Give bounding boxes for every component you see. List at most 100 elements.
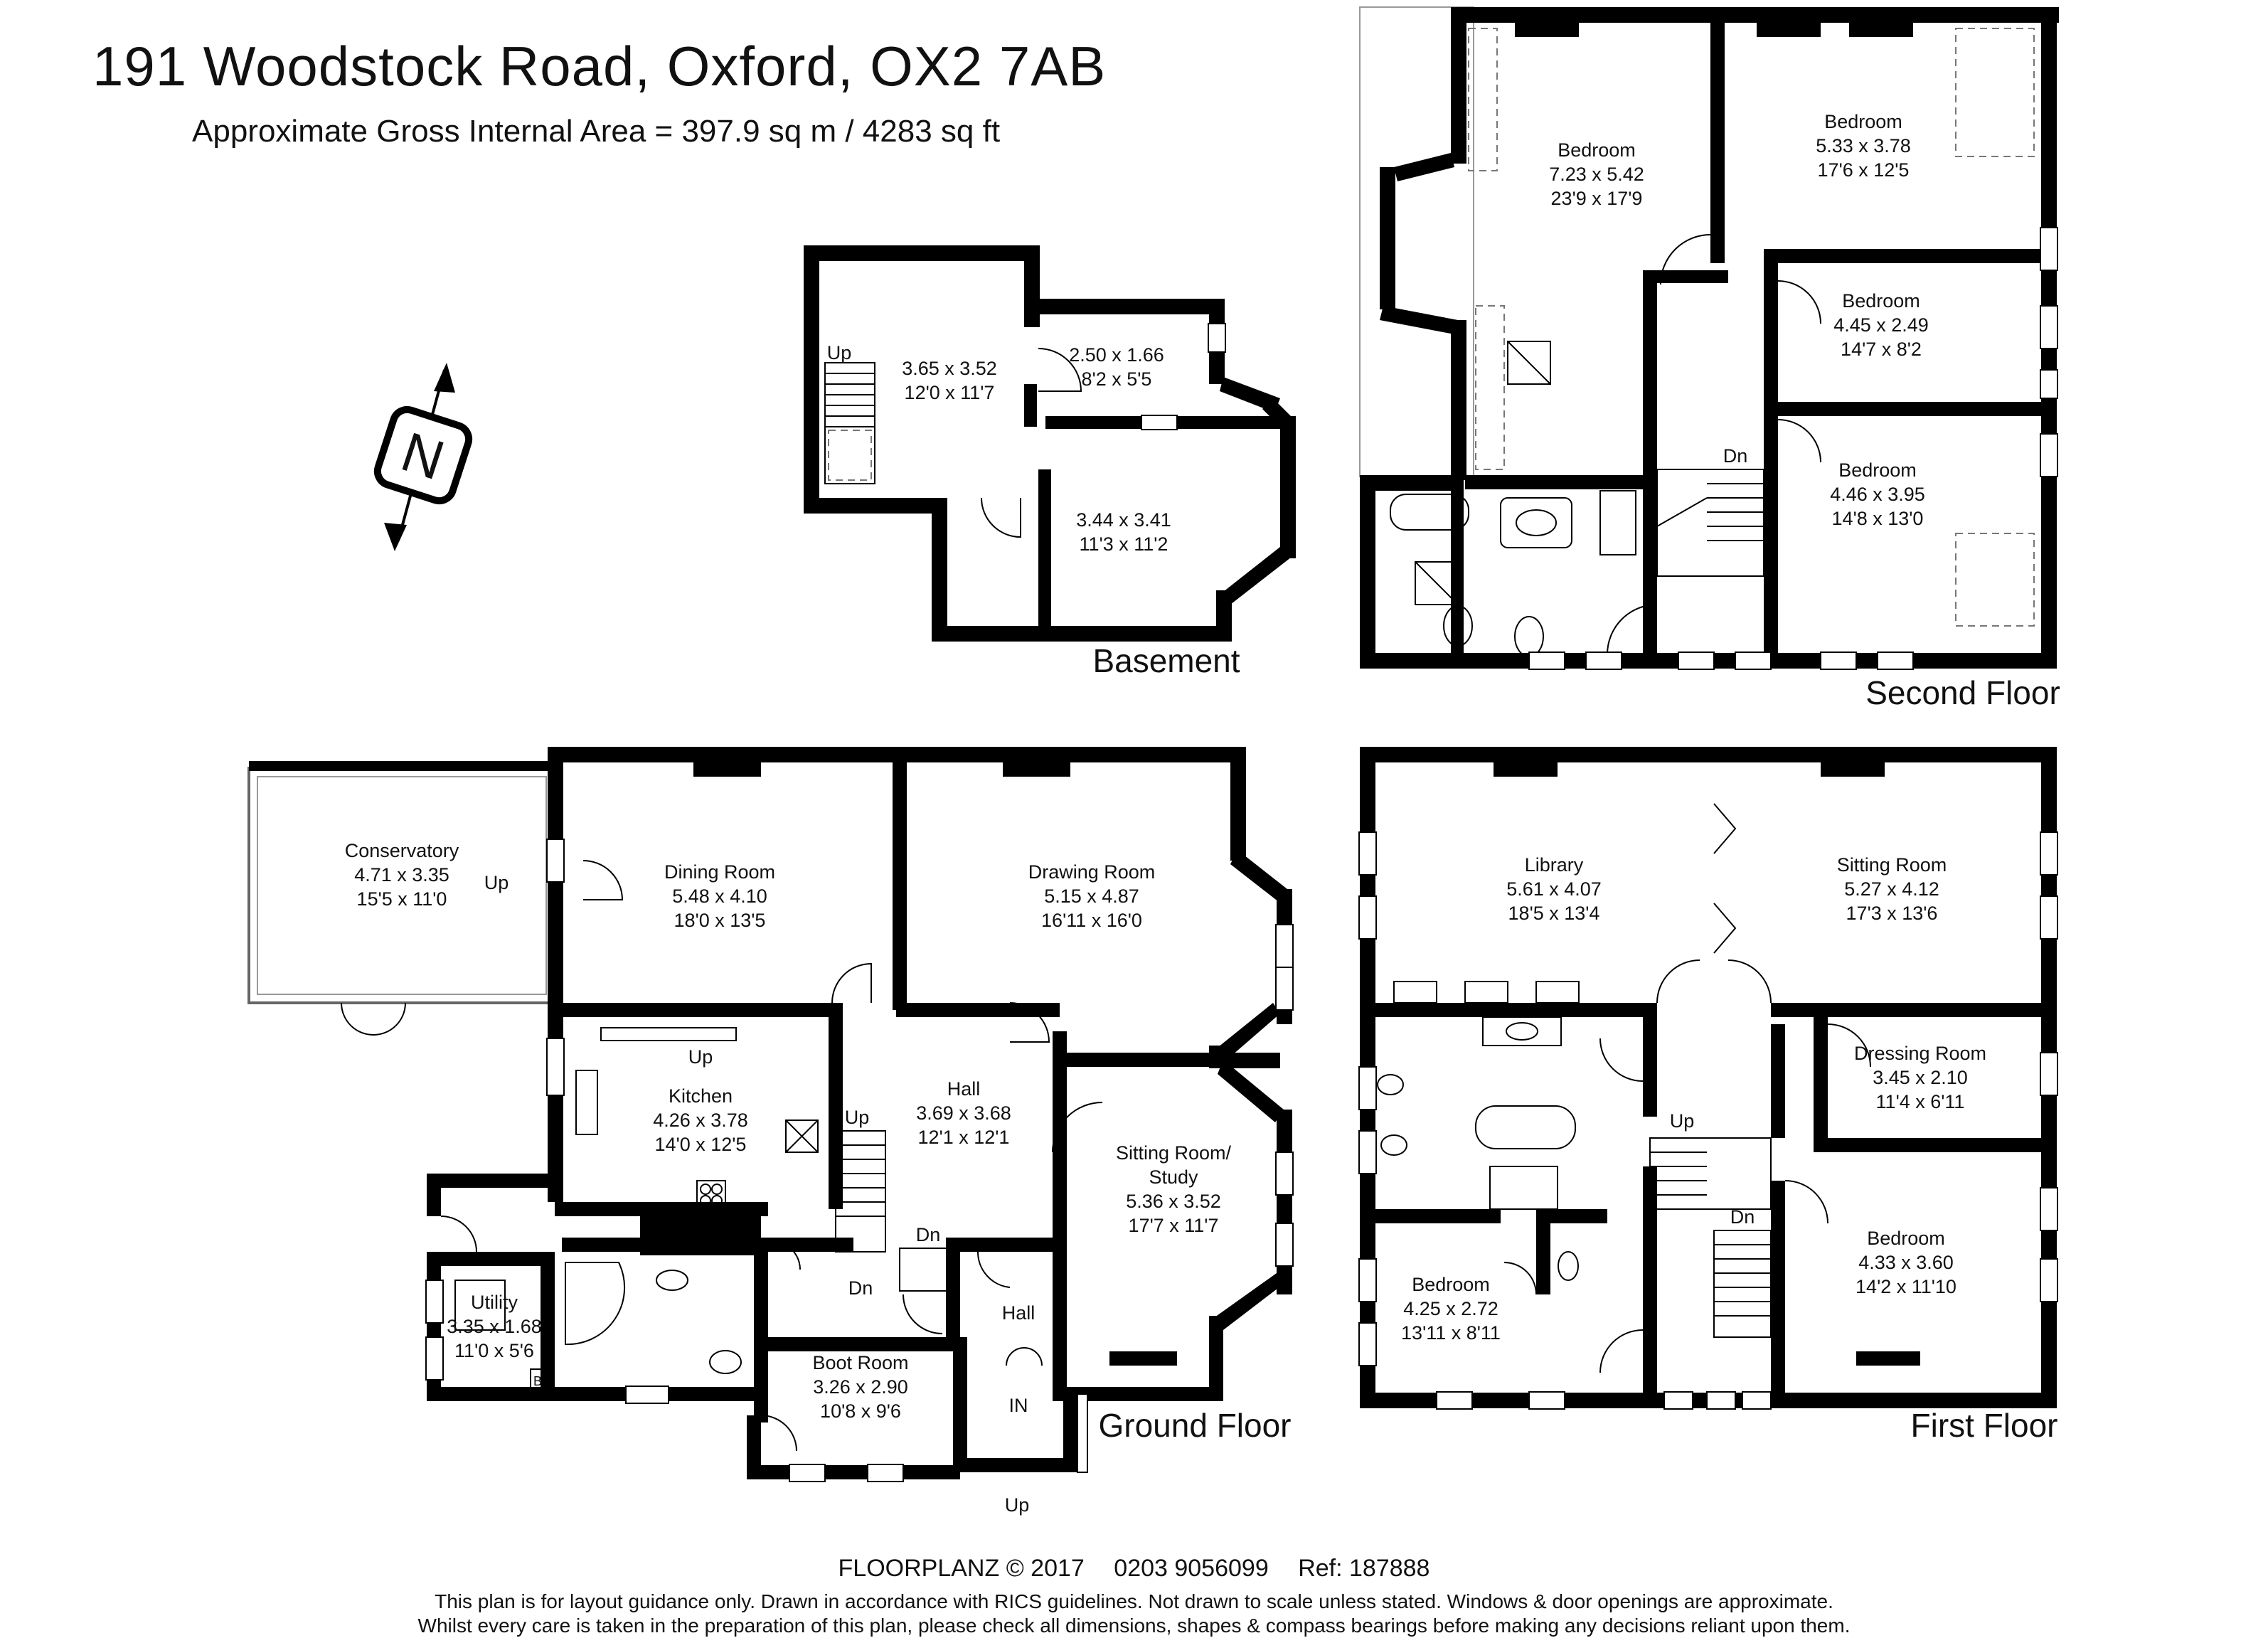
entrance-up-marker: Up bbox=[1005, 1494, 1030, 1516]
second-dn-marker: Dn bbox=[1723, 445, 1748, 467]
boiler-marker: B bbox=[533, 1374, 542, 1388]
second-floor-plan: Bedroom 7.23 x 5.42 23'9 x 17'9 Bedroom 5.3… bbox=[1359, 6, 2060, 711]
basement-room-2-size-ft: 8'2 x 5'5 bbox=[1082, 368, 1152, 390]
dressing-room-name: Dressing Room bbox=[1854, 1043, 1986, 1064]
drawing-room-size-m: 5.15 x 4.87 bbox=[1044, 886, 1139, 907]
footer-credits: FLOORPLANZ © 2017 0203 9056099 Ref: 1878… bbox=[0, 1555, 2268, 1583]
footer-phone: 0203 9056099 bbox=[1114, 1555, 1269, 1582]
dining-room-size-m: 5.48 x 4.10 bbox=[672, 886, 767, 907]
conservatory-up-marker: Up bbox=[484, 872, 509, 893]
second-room-3-size-m: 4.45 x 2.49 bbox=[1833, 314, 1929, 336]
hall-size-ft: 12'1 x 12'1 bbox=[918, 1127, 1010, 1148]
utility-size-m: 3.35 x 1.68 bbox=[447, 1316, 542, 1337]
conservatory-size-m: 4.71 x 3.35 bbox=[354, 864, 449, 886]
sitting-room-study-name-2: Study bbox=[1149, 1166, 1198, 1188]
basement-room-2-size-m: 2.50 x 1.66 bbox=[1069, 344, 1164, 366]
library-size-m: 5.61 x 4.07 bbox=[1506, 878, 1602, 900]
svg-text:2.50 x 1.668'2 x 5'5: 2.50 x 1.668'2 x 5'5 bbox=[1069, 344, 1164, 390]
first-sitting-room-size-ft: 17'3 x 13'6 bbox=[1846, 903, 1938, 924]
dressing-room-size-m: 3.45 x 2.10 bbox=[1873, 1067, 1968, 1088]
basement-up-marker: Up bbox=[827, 342, 852, 363]
boot-room-size-ft: 10'8 x 9'6 bbox=[820, 1400, 901, 1422]
basement-room-3-size-ft: 11'3 x 11'2 bbox=[1080, 533, 1168, 555]
basement-room-1-size-ft: 12'0 x 11'7 bbox=[905, 382, 995, 403]
footer-disclaimer-1: This plan is for layout guidance only. D… bbox=[435, 1590, 1833, 1612]
first-floor-label: First Floor bbox=[1911, 1407, 2058, 1444]
second-room-3-name: Bedroom bbox=[1842, 290, 1920, 312]
footer-disclaimer-2: Whilst every care is taken in the prepar… bbox=[417, 1615, 1851, 1637]
second-room-4-size-m: 4.46 x 3.95 bbox=[1830, 484, 1925, 505]
second-room-1-size-ft: 23'9 x 17'9 bbox=[1551, 188, 1643, 209]
dressing-room-size-ft: 11'4 x 6'11 bbox=[1876, 1091, 1965, 1112]
first-sitting-room-size-m: 5.27 x 4.12 bbox=[1844, 878, 1939, 900]
second-room-1-name: Bedroom bbox=[1558, 139, 1636, 161]
second-room-4-size-ft: 14'8 x 13'0 bbox=[1832, 508, 1924, 529]
conservatory-name: Conservatory bbox=[345, 840, 459, 861]
hall-size-m: 3.69 x 3.68 bbox=[916, 1102, 1011, 1124]
drawing-room-name: Drawing Room bbox=[1028, 861, 1156, 883]
stair-dn-marker: Dn bbox=[848, 1277, 873, 1299]
sitting-room-study-size-ft: 17'7 x 11'7 bbox=[1129, 1215, 1219, 1236]
footer-ref: Ref: 187888 bbox=[1298, 1555, 1430, 1582]
library-name: Library bbox=[1525, 854, 1584, 876]
second-room-4-name: Bedroom bbox=[1838, 459, 1917, 481]
kitchen-size-ft: 14'0 x 12'5 bbox=[655, 1134, 747, 1155]
dining-room-name: Dining Room bbox=[664, 861, 775, 883]
property-address-title: 191 Woodstock Road, Oxford, OX2 7AB bbox=[92, 35, 1107, 97]
gross-internal-area: Approximate Gross Internal Area = 397.9 … bbox=[192, 114, 1001, 149]
kitchen-size-m: 4.26 x 3.78 bbox=[653, 1110, 748, 1131]
utility-name: Utility bbox=[471, 1292, 518, 1313]
second-room-3-size-ft: 14'7 x 8'2 bbox=[1841, 339, 1922, 360]
second-room-2-size-ft: 17'6 x 12'5 bbox=[1818, 159, 1910, 181]
hall-name: Hall bbox=[947, 1078, 981, 1100]
first-bedroom-1-size-ft: 14'2 x 11'10 bbox=[1856, 1276, 1956, 1297]
first-dn-marker: Dn bbox=[1730, 1206, 1755, 1228]
first-bedroom-1-size-m: 4.33 x 3.60 bbox=[1858, 1252, 1954, 1273]
second-room-1-size-m: 7.23 x 5.42 bbox=[1549, 164, 1644, 185]
footer-company: FLOORPLANZ © 2017 bbox=[838, 1555, 1085, 1582]
boot-room-size-m: 3.26 x 2.90 bbox=[813, 1376, 908, 1398]
first-bedroom-1-name: Bedroom bbox=[1867, 1228, 1945, 1249]
utility-size-ft: 11'0 x 5'6 bbox=[454, 1340, 534, 1361]
basement-room-1-size-m: 3.65 x 3.52 bbox=[902, 358, 997, 379]
first-bedroom-2-name: Bedroom bbox=[1412, 1274, 1490, 1295]
second-room-2-name: Bedroom bbox=[1824, 111, 1902, 132]
compass-icon: N bbox=[373, 363, 473, 551]
kitchen-up-marker: Up bbox=[688, 1046, 713, 1068]
entrance-hall-name: Hall bbox=[1002, 1302, 1035, 1324]
boot-room-name: Boot Room bbox=[812, 1352, 908, 1373]
hall-up-marker: Up bbox=[845, 1107, 870, 1128]
library-size-ft: 18'5 x 13'4 bbox=[1508, 903, 1600, 924]
second-room-2-size-m: 5.33 x 3.78 bbox=[1816, 135, 1911, 156]
ground-floor-label: Ground Floor bbox=[1098, 1407, 1291, 1444]
conservatory-size-ft: 15'5 x 11'0 bbox=[357, 888, 447, 910]
drawing-room-size-ft: 16'11 x 16'0 bbox=[1041, 910, 1142, 931]
hall-dn-marker: Dn bbox=[916, 1224, 941, 1245]
first-up-marker: Up bbox=[1670, 1110, 1695, 1132]
first-bedroom-2-size-ft: 13'11 x 8'11 bbox=[1401, 1322, 1501, 1344]
basement-room-3-size-m: 3.44 x 3.41 bbox=[1076, 509, 1171, 531]
sitting-room-study-size-m: 5.36 x 3.52 bbox=[1126, 1191, 1221, 1212]
